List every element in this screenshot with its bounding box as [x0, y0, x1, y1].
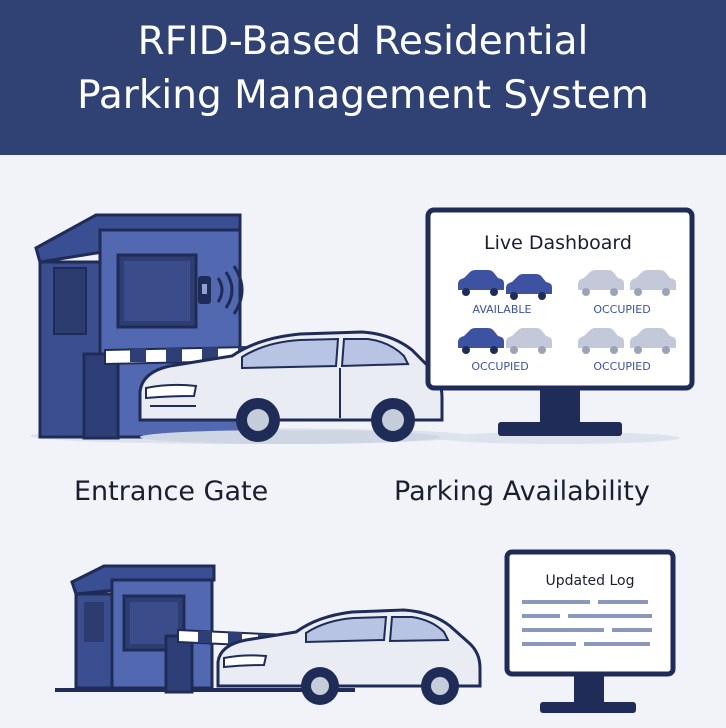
slot-status-label: AVAILABLE: [473, 303, 532, 316]
rfid-reader-icon: [198, 265, 244, 315]
dashboard-slot-3: OCCUPIED: [458, 328, 552, 373]
log-line: [522, 600, 590, 604]
slot-status-label: OCCUPIED: [593, 303, 650, 316]
slot-status-label: OCCUPIED: [471, 360, 528, 373]
log-line: [522, 628, 604, 632]
header-banner: [0, 0, 726, 155]
page-title-line-1: RFID-Based Residential: [137, 19, 589, 64]
dashboard-title: Live Dashboard: [484, 232, 632, 254]
entrance-gate-caption: Entrance Gate: [74, 476, 269, 507]
log-line: [568, 614, 652, 618]
updated-log-monitor: [504, 549, 676, 713]
dashboard-slot-4: OCCUPIED: [578, 328, 676, 373]
log-line: [584, 642, 650, 646]
log-title: Updated Log: [545, 573, 634, 589]
log-line: [598, 600, 648, 604]
slot-status-label: OCCUPIED: [593, 360, 650, 373]
log-line: [522, 614, 560, 618]
log-line: [612, 628, 652, 632]
log-line: [522, 642, 576, 646]
sedan-car-top: [138, 330, 444, 444]
parking-availability-caption: Parking Availability: [394, 476, 650, 507]
page-title-line-2: Parking Management System: [77, 73, 649, 118]
sedan-car-bottom: [216, 608, 482, 705]
dashboard-slot-1: AVAILABLE: [458, 270, 552, 316]
dashboard-slot-2: OCCUPIED: [578, 270, 676, 316]
